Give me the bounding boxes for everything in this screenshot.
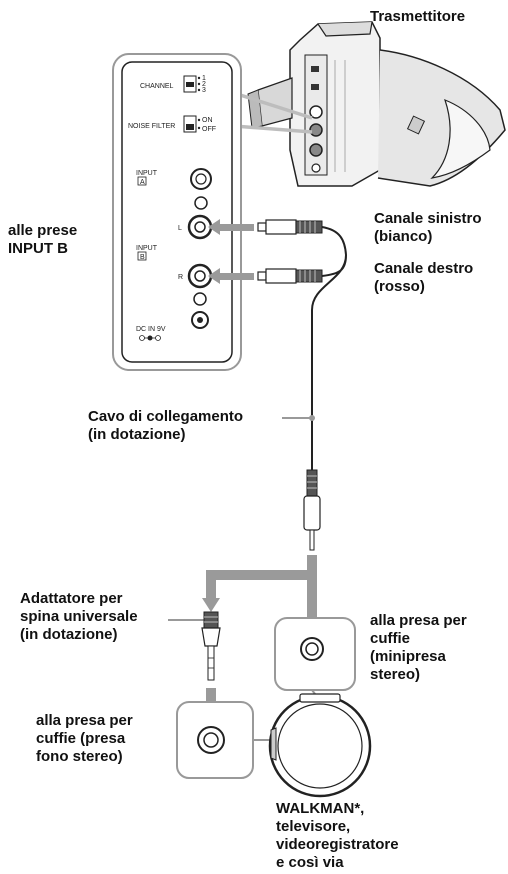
channel-label: CHANNEL [140, 83, 174, 90]
cable-leader-dot [309, 415, 315, 421]
mini-jack-box [274, 617, 356, 699]
jack-r-label: R [178, 274, 183, 281]
panel-closeup [112, 53, 242, 371]
rca-plug-left [257, 219, 323, 235]
jack-l-label: L [178, 225, 182, 232]
rca-plug-right [257, 268, 323, 284]
noise-filter-label: NOISE FILTER [128, 123, 175, 130]
channel-option-2: 2 [202, 81, 206, 88]
right-channel-label: Canale destro (rosso) [374, 260, 474, 295]
transmitter-illustration [247, 21, 506, 187]
left-channel-label: Canale sinistro (bianco) [374, 210, 482, 245]
cable-label: Cavo di collegamento (in dotazione) [88, 408, 244, 443]
input-b-label: INPUT [136, 245, 158, 252]
panel-pointer-line [233, 91, 313, 120]
plug-arrows [208, 219, 254, 284]
transmitter-label: Trasmettitore [370, 8, 466, 25]
panel-pointer-line [233, 124, 313, 134]
cable [311, 226, 348, 470]
input-b-letter: B [140, 254, 145, 261]
noise-option-on: ON [202, 117, 213, 124]
input-b-caption: alle prese INPUT B [8, 222, 78, 257]
channel-option-3: 3 [202, 87, 206, 94]
universal-adapter [201, 611, 221, 681]
noise-option-off: OFF [202, 126, 216, 133]
phono-jack-label: alla presa per cuffie (presa fono stereo… [36, 712, 133, 765]
dc-in-label: DC IN 9V [136, 326, 166, 333]
channel-option-1: 1 [202, 75, 206, 82]
input-a-letter: A [140, 179, 145, 186]
mini-plug [303, 469, 321, 551]
input-a-label: INPUT [136, 170, 158, 177]
phono-jack-box [176, 701, 272, 779]
walkman-device [268, 693, 372, 798]
mini-jack-label: alla presa per cuffie (minipresa stereo) [370, 612, 467, 683]
adapter-label: Adattatore per spina universale (in dota… [20, 590, 138, 643]
device-label: WALKMAN*, televisore, videoregistratore … [276, 800, 399, 871]
